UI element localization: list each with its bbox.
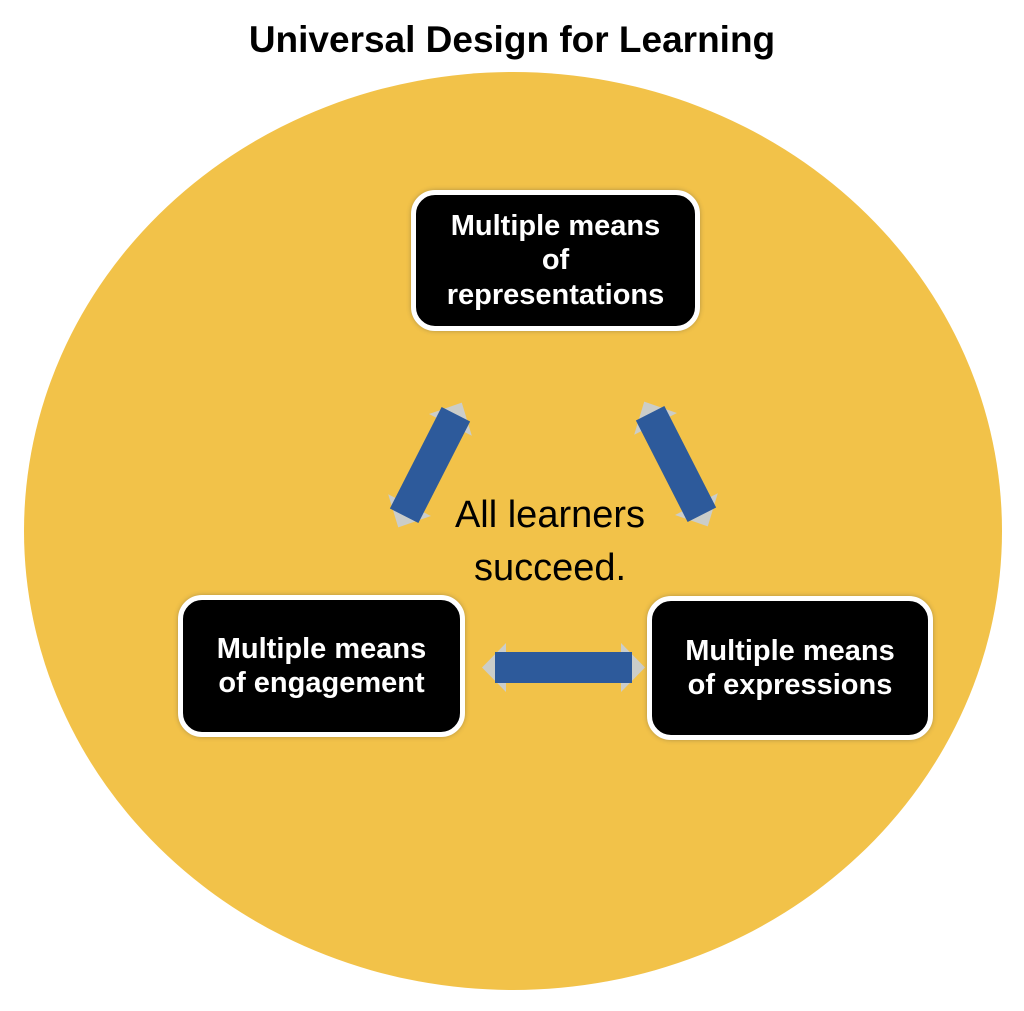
node-label-line: of engagement <box>218 667 425 699</box>
center-caption-line: All learners <box>454 494 646 536</box>
node-multiple-means-of-engagement: Multiple means of engagement <box>178 595 465 737</box>
node-label-line: Multiple means <box>685 634 895 667</box>
node-label-line: of <box>541 244 570 277</box>
center-caption-line: succeed. <box>473 547 627 589</box>
page-title: Universal Design for Learning <box>248 19 776 60</box>
node-multiple-means-of-expressions: Multiple means of expressions <box>647 596 933 740</box>
center-caption: All learners succeed. <box>395 489 705 595</box>
node-label-line: of expressions <box>687 669 893 701</box>
node-multiple-means-of-representations: Multiple means of representations <box>411 190 700 331</box>
node-label-line: representations <box>446 278 665 311</box>
node-label-line: Multiple means <box>216 632 427 665</box>
node-label-line: Multiple means <box>450 210 661 243</box>
